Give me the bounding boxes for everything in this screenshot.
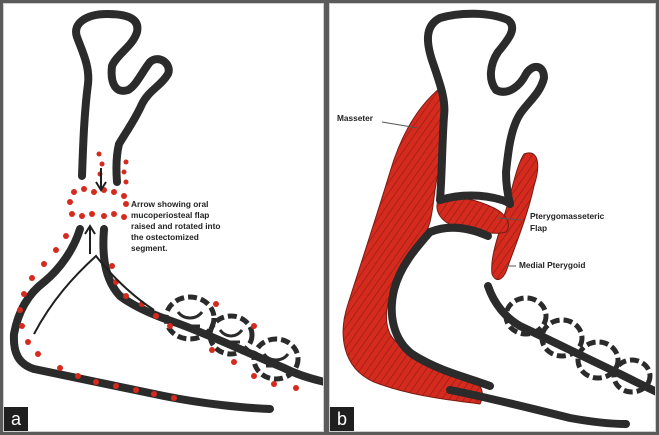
down-arrow: [96, 168, 106, 190]
up-arrow: [85, 226, 95, 254]
panel-a: Arrow showing oral mucoperiosteal flap r…: [3, 3, 324, 432]
flap-curve: [34, 256, 154, 334]
condyle-outline: [76, 14, 169, 182]
panel-b-drawing: [330, 4, 656, 432]
medial-pterygoid-label: Medial Pterygoid: [519, 260, 585, 271]
pterygomasseteric-label: Pterygomasseteric: [530, 211, 604, 222]
arrow-annotation-line: raised and rotated into: [131, 221, 251, 232]
lower-border-b: [450, 390, 626, 424]
masseter-label: Masseter: [337, 113, 373, 124]
panel-a-label: a: [4, 407, 28, 431]
arrow-annotation-line: Arrow showing oral: [131, 199, 251, 210]
flap-label: Flap: [530, 223, 547, 234]
panel-b-label: b: [330, 407, 354, 431]
ostectomy-bottom: [430, 228, 488, 236]
arrow-annotation-line: segment.: [131, 243, 251, 254]
inner-ramus-outline-b: [488, 286, 656, 392]
panel-b: Masseter Pterygomasseteric Flap Medial P…: [329, 3, 656, 432]
arrow-annotation: Arrow showing oral mucoperiosteal flap r…: [131, 199, 251, 254]
arrow-annotation-line: the ostectomized: [131, 232, 251, 243]
arrow-annotation-line: mucoperiosteal flap: [131, 210, 251, 221]
lower-ramus-outline: [14, 229, 270, 409]
